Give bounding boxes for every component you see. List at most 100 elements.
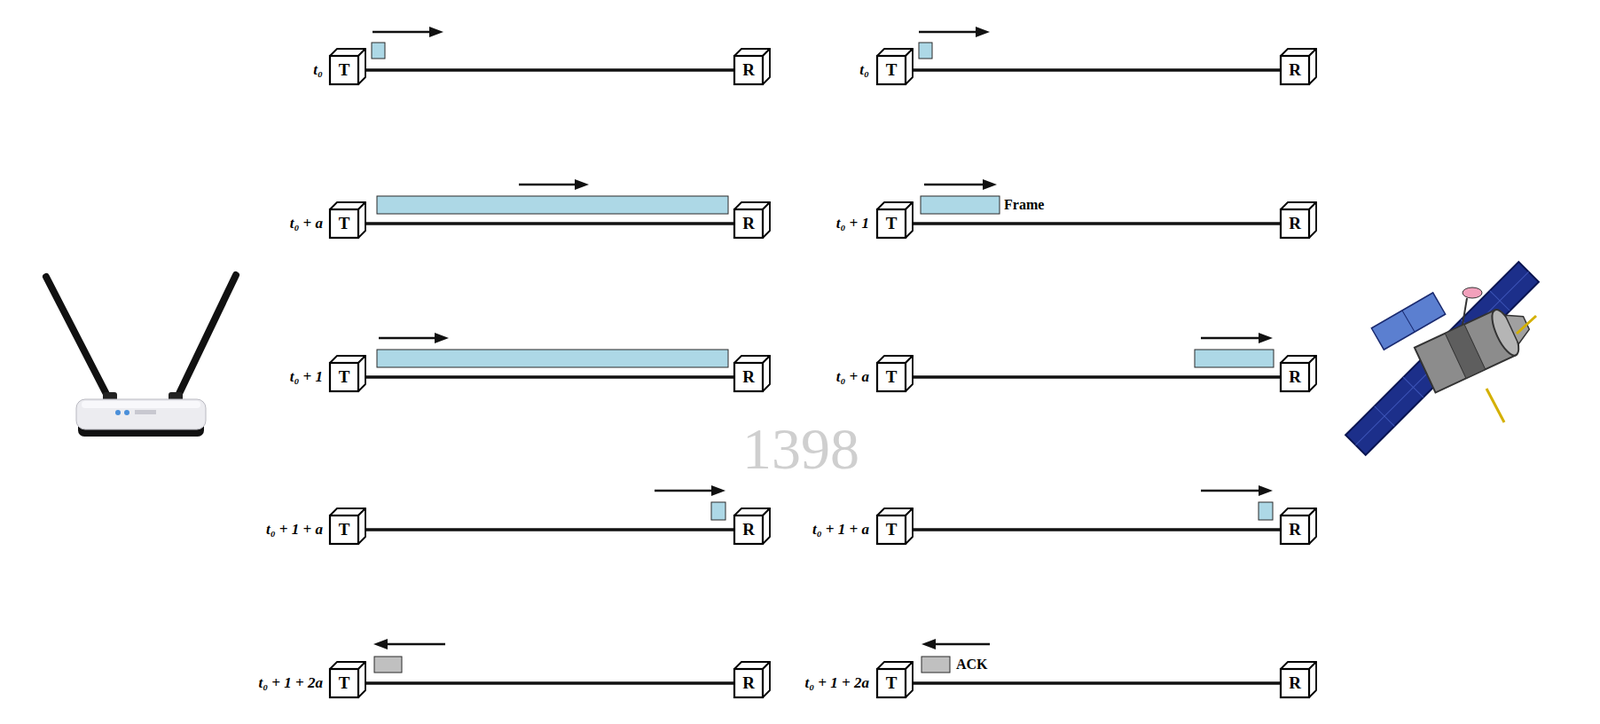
- station-face: R: [1280, 668, 1310, 698]
- station-box: R: [1280, 661, 1317, 698]
- cube-top: [329, 48, 366, 56]
- time-label: t₀ + 1 + 2a: [804, 674, 870, 692]
- station-box: T: [329, 508, 366, 544]
- station-cube: [734, 48, 770, 85]
- station-box: T: [329, 661, 366, 698]
- cube-side: [1309, 661, 1317, 698]
- body-band: [1444, 324, 1485, 379]
- transmission-link: [365, 527, 735, 532]
- cube-side: [905, 508, 913, 544]
- station-cube: [329, 508, 366, 544]
- watermark: 1398: [742, 413, 860, 484]
- station-face: T: [877, 668, 906, 698]
- arrow-head: [574, 179, 589, 190]
- cube-side: [358, 202, 366, 238]
- station-face: R: [734, 515, 763, 544]
- station-letter: T: [338, 520, 351, 540]
- cube-front: [877, 668, 906, 698]
- transmission-link: [365, 375, 735, 379]
- satellite-antenna: [1486, 388, 1505, 423]
- station-cube: [877, 202, 913, 238]
- time-label: t₀ + a: [290, 214, 323, 233]
- frame-bit: [371, 42, 385, 59]
- cube-front: [329, 55, 359, 85]
- station-letter: T: [886, 674, 898, 693]
- cube-front: [329, 362, 359, 392]
- cube-side: [358, 48, 366, 85]
- station-cube: [1280, 202, 1317, 238]
- station-box: R: [1280, 508, 1317, 544]
- transmission-link: [912, 375, 1281, 379]
- station-face: T: [329, 515, 359, 544]
- station-face: T: [877, 515, 906, 544]
- cube-top: [877, 202, 913, 210]
- cube-side: [1309, 355, 1317, 392]
- station-box: R: [734, 48, 770, 85]
- cube-front: [1280, 362, 1310, 392]
- cube-top: [877, 661, 913, 669]
- cube-front: [1280, 515, 1310, 544]
- satellite-dish: [1462, 287, 1483, 299]
- station-letter: R: [742, 520, 755, 540]
- cube-side: [358, 661, 366, 698]
- station-box: T: [877, 508, 913, 544]
- ack-block: [921, 656, 950, 673]
- cube-side: [358, 508, 366, 544]
- direction-arrow: [924, 183, 985, 187]
- cube-front: [877, 362, 906, 392]
- station-cube: [877, 355, 913, 392]
- station-letter: R: [1288, 674, 1302, 693]
- panel-grid: [1402, 310, 1415, 332]
- satellite-illustration: [1345, 261, 1539, 455]
- cube-front: [1280, 209, 1310, 238]
- cube-front: [734, 55, 763, 85]
- panel-grid: [1374, 406, 1396, 427]
- station-letter: R: [742, 368, 755, 387]
- time-label: t₀ + 1 + 2a: [258, 674, 323, 692]
- arrow-head: [373, 638, 388, 650]
- station-cube: [329, 48, 366, 85]
- transmission-link: [912, 527, 1281, 532]
- cube-front: [734, 209, 763, 238]
- transmission-link: [365, 221, 735, 226]
- panel-face: [1345, 261, 1539, 455]
- cube-side: [762, 202, 770, 238]
- station-cube: [734, 508, 770, 544]
- station-letter: T: [338, 674, 351, 693]
- station-face: R: [1280, 209, 1310, 238]
- panel-grid: [1403, 376, 1424, 398]
- cube-top: [329, 202, 366, 210]
- station-cube: [734, 661, 770, 698]
- transmission-link: [365, 681, 735, 685]
- transmission-link: [912, 681, 1281, 685]
- cube-side: [905, 355, 913, 392]
- station-face: R: [734, 55, 763, 85]
- time-label: t₀ + 1 + a: [266, 520, 323, 539]
- router-illustration: [46, 274, 236, 437]
- transmission-link: [365, 68, 735, 72]
- cube-top: [877, 355, 913, 363]
- station-letter: R: [1288, 368, 1302, 387]
- ack-block: [374, 656, 402, 673]
- cube-front: [877, 515, 906, 544]
- direction-arrow: [933, 643, 990, 646]
- frame-block: [376, 349, 729, 368]
- direction-arrow: [654, 489, 714, 493]
- station-box: R: [734, 202, 770, 238]
- cube-top: [877, 508, 913, 516]
- cube-front: [329, 668, 359, 698]
- station-cube: [877, 48, 913, 85]
- router-body: [76, 399, 206, 430]
- cube-top: [1280, 661, 1317, 669]
- station-cube: [877, 661, 913, 698]
- direction-arrow: [372, 31, 432, 34]
- time-label: t₀: [859, 61, 870, 79]
- cube-top: [1280, 202, 1317, 210]
- cube-side: [762, 355, 770, 392]
- station-box: R: [1280, 202, 1317, 238]
- time-label: t₀ + 1: [290, 368, 323, 386]
- arrow-head: [982, 179, 997, 190]
- router-highlight: [81, 400, 201, 408]
